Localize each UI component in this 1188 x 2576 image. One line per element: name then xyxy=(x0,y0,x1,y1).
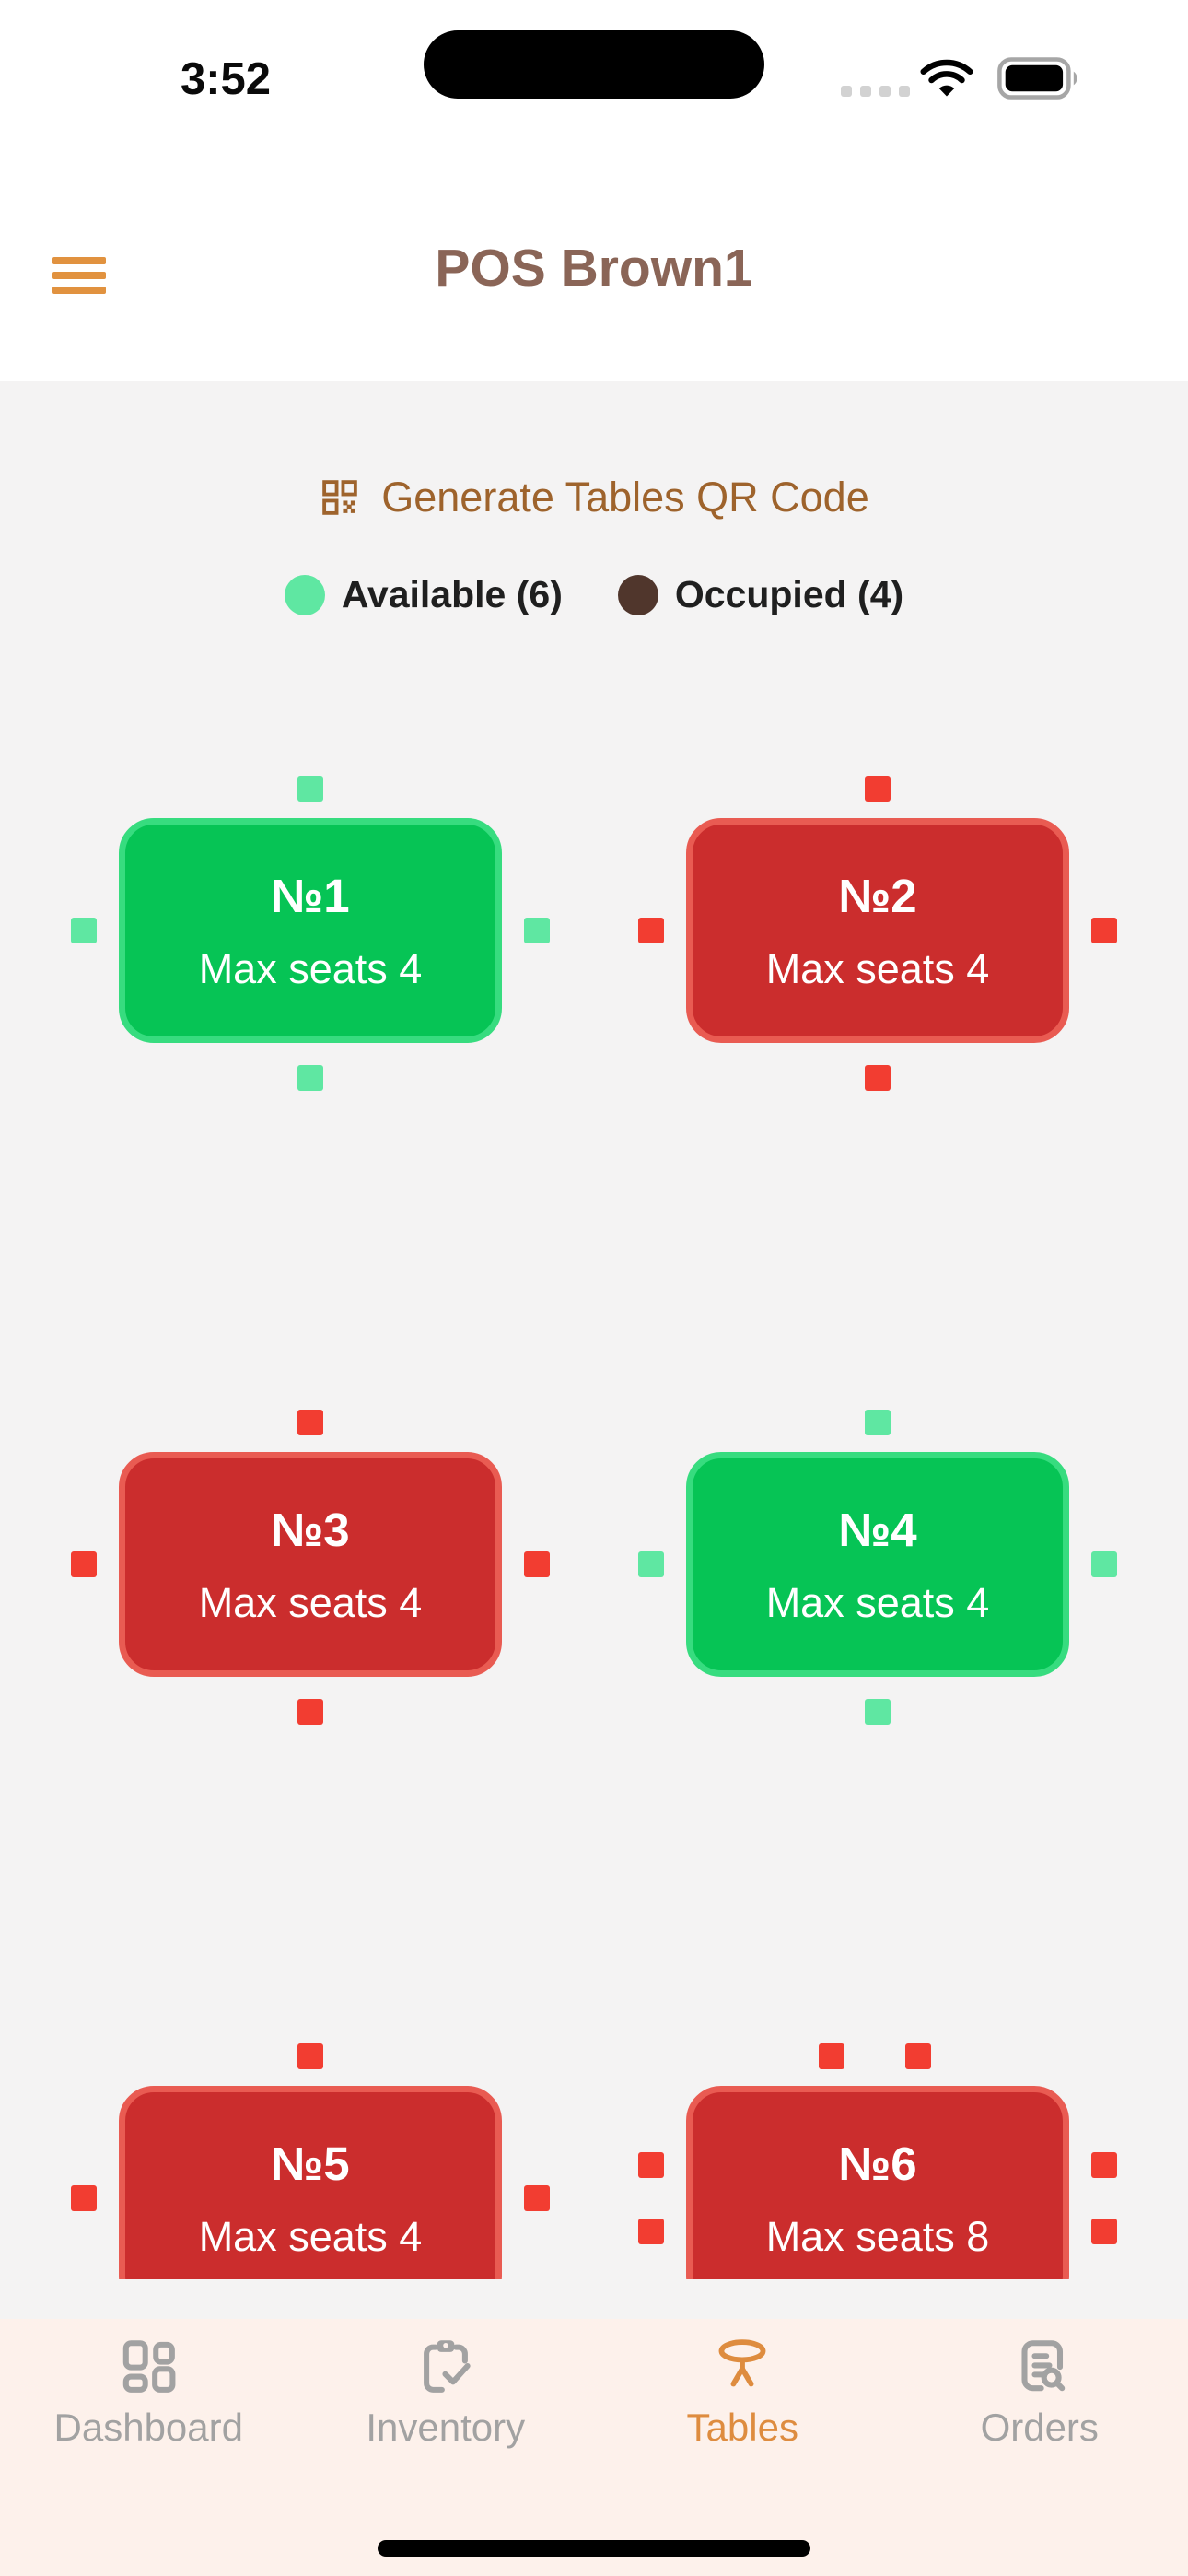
status-legend: Available (6) Occupied (4) xyxy=(0,573,1188,616)
orders-search-icon xyxy=(1021,2340,1065,2392)
seat-left xyxy=(71,1551,97,1577)
generate-qr-label: Generate Tables QR Code xyxy=(381,474,869,521)
seat-left xyxy=(638,918,664,943)
generate-qr-button[interactable]: Generate Tables QR Code xyxy=(0,474,1188,521)
content-area: Generate Tables QR Code Available (6) Oc… xyxy=(0,381,1188,2319)
seat-right xyxy=(1091,1551,1117,1577)
seat-top xyxy=(865,776,891,802)
seat-bottom xyxy=(297,1699,323,1725)
occupied-dot xyxy=(617,574,658,615)
nav-item-orders[interactable]: Orders xyxy=(911,2336,1169,2450)
available-dot xyxy=(284,574,325,615)
legend-occupied: Occupied (4) xyxy=(617,573,904,616)
tables-map: Generate Tables QR Code Available (6) Oc… xyxy=(0,381,1188,2279)
seat-left xyxy=(638,1551,664,1577)
clock: 3:52 xyxy=(180,54,272,104)
nav-item-tables[interactable]: Tables xyxy=(613,2336,871,2450)
occupied-label: Occupied (4) xyxy=(674,573,904,615)
seat-left xyxy=(71,918,97,943)
seat-left-1 xyxy=(638,2152,664,2178)
seat-bottom xyxy=(297,1065,323,1091)
bottom-nav: Dashboard Inventory xyxy=(0,2319,1188,2576)
table-max-seats: Max seats 4 xyxy=(198,2212,423,2260)
nav-label-orders: Orders xyxy=(980,2406,1099,2449)
status-bar: 3:52 xyxy=(0,0,1188,138)
table-max-seats: Max seats 4 xyxy=(765,1578,990,1626)
seat-right xyxy=(524,2185,550,2211)
table-number: №3 xyxy=(271,1503,350,1556)
seat-right-1 xyxy=(1091,2152,1117,2178)
seat-right xyxy=(1091,918,1117,943)
cellular-signal-icon xyxy=(841,86,910,97)
nav-label-tables: Tables xyxy=(686,2406,798,2449)
nav-label-dashboard: Dashboard xyxy=(53,2406,243,2449)
app-header: POS Brown1 xyxy=(0,138,1188,381)
seat-right xyxy=(524,1551,550,1577)
table-max-seats: Max seats 4 xyxy=(198,1578,423,1626)
seat-right xyxy=(524,918,550,943)
dynamic-island xyxy=(424,30,764,99)
table-max-seats: Max seats 4 xyxy=(198,944,423,992)
inventory-clipboard-icon xyxy=(423,2340,471,2393)
nav-label-inventory: Inventory xyxy=(366,2406,526,2449)
seat-top xyxy=(297,776,323,802)
seat-top xyxy=(297,2043,323,2069)
wifi-icon xyxy=(920,59,973,97)
table-number: №1 xyxy=(271,869,350,922)
page-title: POS Brown1 xyxy=(435,239,753,298)
nav-item-inventory[interactable]: Inventory xyxy=(317,2336,575,2450)
home-indicator[interactable] xyxy=(378,2540,810,2557)
table-number: №5 xyxy=(271,2137,350,2190)
table-max-seats: Max seats 8 xyxy=(765,2212,990,2260)
table-max-seats: Max seats 4 xyxy=(765,944,990,992)
seat-top xyxy=(865,1410,891,1435)
available-label: Available (6) xyxy=(341,573,563,615)
seat-right-2 xyxy=(1091,2219,1117,2244)
legend-available: Available (6) xyxy=(284,573,563,616)
seat-left-2 xyxy=(638,2219,664,2244)
table-number: №4 xyxy=(838,1503,917,1556)
qr-code-icon xyxy=(322,480,358,515)
seat-bottom xyxy=(865,1065,891,1091)
round-table-icon xyxy=(718,2339,766,2387)
battery-icon xyxy=(997,57,1077,100)
seat-top-1 xyxy=(819,2043,844,2069)
nav-item-dashboard[interactable]: Dashboard xyxy=(19,2336,277,2450)
seat-top xyxy=(297,1410,323,1435)
seat-left xyxy=(71,2185,97,2211)
table-number: №2 xyxy=(838,869,917,922)
menu-icon[interactable] xyxy=(52,257,106,294)
seat-bottom xyxy=(865,1699,891,1725)
table-number: №6 xyxy=(838,2137,917,2190)
dashboard-grid-icon xyxy=(123,2340,176,2393)
seat-top-2 xyxy=(905,2043,931,2069)
